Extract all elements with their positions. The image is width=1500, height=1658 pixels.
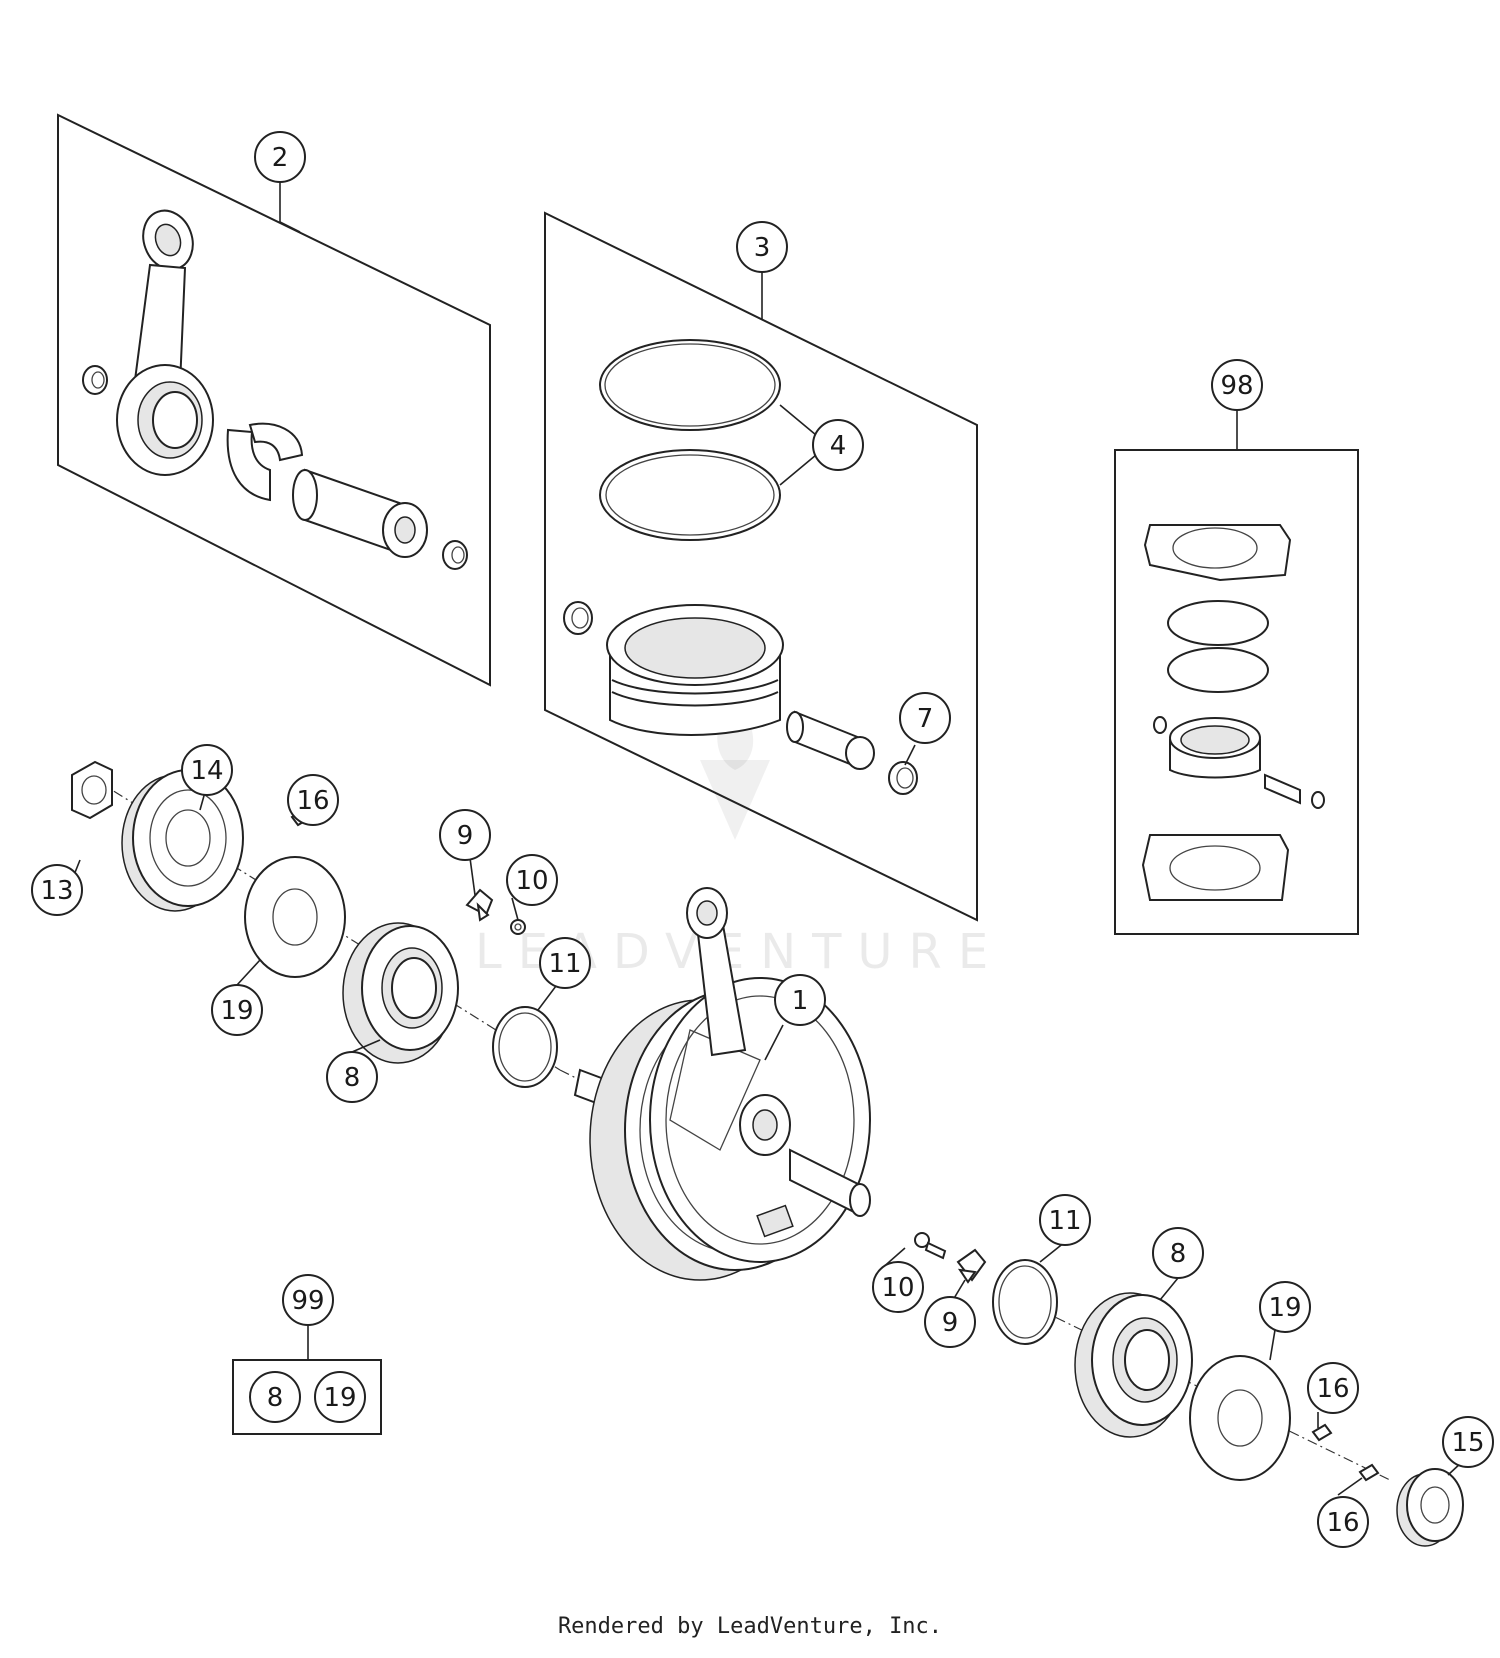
callout-3[interactable]: 3 xyxy=(736,221,788,273)
crank-pin xyxy=(292,468,428,558)
screw-9-left xyxy=(465,888,494,922)
piston-ring-upper xyxy=(599,339,781,431)
callout-8-right[interactable]: 8 xyxy=(1152,1227,1204,1279)
screw-9-right xyxy=(956,1248,987,1284)
bearing-8-left xyxy=(342,922,459,1064)
crankshaft-1 xyxy=(559,887,871,1281)
panel-piston-kit xyxy=(544,211,978,922)
callout-label: 13 xyxy=(40,876,73,906)
kit-piston xyxy=(1169,717,1261,779)
thrust-washer-left xyxy=(82,365,108,395)
callout-1[interactable]: 1 xyxy=(774,974,826,1026)
base-gasket xyxy=(1141,834,1290,901)
callout-label: 9 xyxy=(942,1308,959,1338)
callout-label: 8 xyxy=(344,1063,361,1093)
callout-8-left[interactable]: 8 xyxy=(326,1051,378,1103)
callout-11-left[interactable]: 11 xyxy=(539,937,591,989)
panel-connecting-rod-kit xyxy=(57,113,491,687)
callout-label: 3 xyxy=(754,233,771,263)
thrust-washer-right xyxy=(442,540,468,570)
callout-label: 8 xyxy=(1170,1239,1187,1269)
callout-label: 9 xyxy=(457,821,474,851)
callout-9-left[interactable]: 9 xyxy=(439,809,491,861)
right-shaft-components xyxy=(914,1232,1464,1547)
bearing-shells xyxy=(226,422,304,502)
callout-label: 16 xyxy=(1326,1508,1359,1538)
shim-11-left xyxy=(492,1006,558,1088)
piston-ring-lower xyxy=(599,449,781,541)
callout-16-right-lower[interactable]: 16 xyxy=(1317,1496,1369,1548)
callout-10-left[interactable]: 10 xyxy=(506,854,558,906)
footer-credit: Rendered by LeadVenture, Inc. xyxy=(557,1614,943,1639)
callout-9-right[interactable]: 9 xyxy=(924,1296,976,1348)
head-gasket xyxy=(1143,524,1292,582)
kit-99-box xyxy=(232,1325,382,1435)
callout-10-right[interactable]: 10 xyxy=(872,1261,924,1313)
nut-13 xyxy=(71,760,113,820)
callout-label: 19 xyxy=(323,1383,356,1413)
callout-4[interactable]: 4 xyxy=(812,419,864,471)
piston-pin xyxy=(786,710,875,770)
callout-label: 14 xyxy=(190,756,223,786)
callout-label: 10 xyxy=(515,866,548,896)
bearing-8-right xyxy=(1074,1292,1193,1438)
callout-label: 11 xyxy=(1048,1206,1081,1236)
callout-99[interactable]: 99 xyxy=(282,1274,334,1326)
callout-label: 11 xyxy=(548,949,581,979)
woodruff-key-16-right-lower xyxy=(1358,1463,1380,1482)
woodruff-key-16-right-upper xyxy=(1311,1423,1333,1442)
callout-16-top-left[interactable]: 16 xyxy=(287,774,339,826)
shim-11-right xyxy=(992,1259,1058,1345)
callout-8-kit[interactable]: 8 xyxy=(249,1371,301,1423)
shim-19-right xyxy=(1189,1355,1291,1481)
callout-label: 19 xyxy=(220,996,253,1026)
callout-label: 2 xyxy=(272,143,289,173)
callout-7[interactable]: 7 xyxy=(899,692,951,744)
panel-kit-98 xyxy=(1114,408,1359,935)
callout-label: 7 xyxy=(917,704,934,734)
callout-16-right-upper[interactable]: 16 xyxy=(1307,1362,1359,1414)
circlip-left xyxy=(563,601,593,635)
shim-19-left xyxy=(244,856,346,978)
callout-98[interactable]: 98 xyxy=(1211,359,1263,411)
gear-15 xyxy=(1396,1468,1464,1547)
circlip-right xyxy=(888,761,918,795)
callout-label: 15 xyxy=(1451,1428,1484,1458)
gear-14 xyxy=(121,769,244,912)
left-shaft-components xyxy=(71,760,561,1088)
callout-label: 19 xyxy=(1268,1293,1301,1323)
callout-label: 16 xyxy=(1316,1374,1349,1404)
bolt-10-right xyxy=(914,1232,947,1260)
callout-19-left[interactable]: 19 xyxy=(211,984,263,1036)
callout-14[interactable]: 14 xyxy=(181,744,233,796)
callout-15[interactable]: 15 xyxy=(1442,1416,1494,1468)
callout-13[interactable]: 13 xyxy=(31,864,83,916)
piston-part xyxy=(606,604,784,736)
callout-19-kit[interactable]: 19 xyxy=(314,1371,366,1423)
callout-label: 16 xyxy=(296,786,329,816)
callout-label: 4 xyxy=(830,431,847,461)
kit-ring-lower xyxy=(1167,647,1269,693)
callout-2[interactable]: 2 xyxy=(254,131,306,183)
callout-label: 1 xyxy=(792,986,809,1016)
callout-label: 98 xyxy=(1220,371,1253,401)
callout-label: 10 xyxy=(881,1273,914,1303)
bolt-10-left xyxy=(510,919,526,935)
callout-label: 99 xyxy=(291,1286,324,1316)
callout-label: 8 xyxy=(267,1383,284,1413)
connecting-rod-part xyxy=(116,209,214,476)
kit-ring-upper xyxy=(1167,600,1269,646)
callout-19-right[interactable]: 19 xyxy=(1259,1281,1311,1333)
callout-11-right[interactable]: 11 xyxy=(1039,1194,1091,1246)
